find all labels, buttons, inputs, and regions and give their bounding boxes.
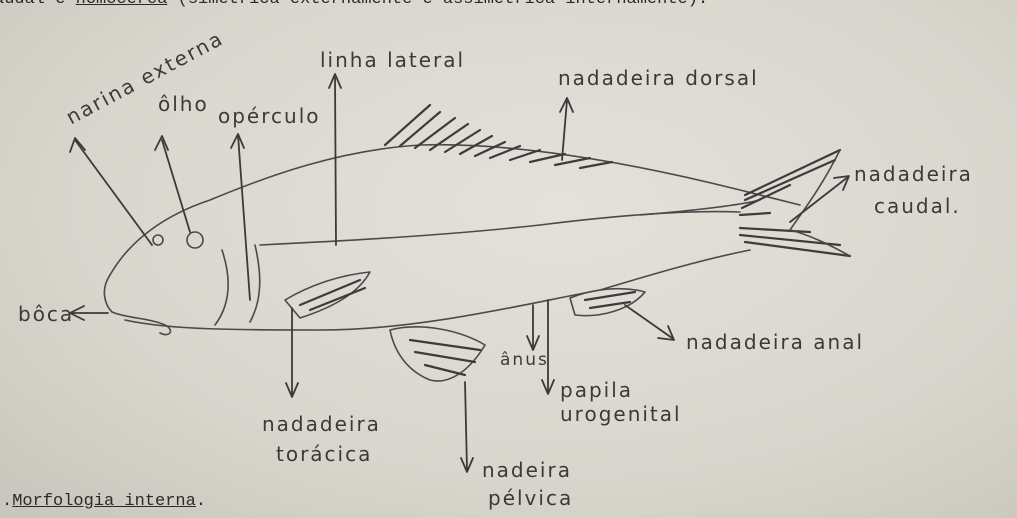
pelvic-fin bbox=[390, 327, 485, 381]
label-pelvica-line2: pélvica bbox=[488, 486, 573, 510]
label-papila-line2: urogenital bbox=[560, 402, 682, 426]
label-nadadeira-caudal-line1: nadadeira bbox=[854, 162, 973, 186]
label-nadadeira-dorsal: nadadeira dorsal bbox=[558, 66, 759, 90]
fish-eye bbox=[187, 232, 203, 248]
operculum-curve-inner bbox=[215, 250, 228, 325]
label-nadadeira-caudal-line2: caudal. bbox=[874, 194, 961, 218]
operculum-curve bbox=[250, 245, 260, 322]
label-pelvica-line1: nadeira bbox=[482, 458, 572, 482]
label-olho: ôlho bbox=[158, 92, 209, 116]
footer-underlined-heading: Morfologia interna bbox=[12, 492, 196, 511]
label-toracica-line2: torácica bbox=[276, 442, 372, 466]
label-nadadeira-anal: nadadeira anal bbox=[686, 330, 864, 354]
label-papila-line1: papila bbox=[560, 378, 633, 402]
label-toracica-line1: nadadeira bbox=[262, 412, 381, 436]
pointer-arrows bbox=[70, 74, 849, 472]
lateral-line bbox=[260, 212, 740, 245]
fish-nostril bbox=[153, 235, 163, 245]
label-operculo: opérculo bbox=[218, 104, 320, 128]
footer-prefix: . bbox=[2, 492, 12, 511]
label-linha-lateral: linha lateral bbox=[320, 48, 465, 72]
dorsal-fin bbox=[385, 105, 612, 168]
label-boca: bôca bbox=[18, 302, 74, 326]
footer-suffix: . bbox=[196, 492, 206, 511]
pectoral-fin bbox=[285, 272, 370, 318]
typed-footer-heading: .Morfologia interna. bbox=[2, 492, 206, 511]
label-anus: ânus bbox=[500, 350, 549, 370]
